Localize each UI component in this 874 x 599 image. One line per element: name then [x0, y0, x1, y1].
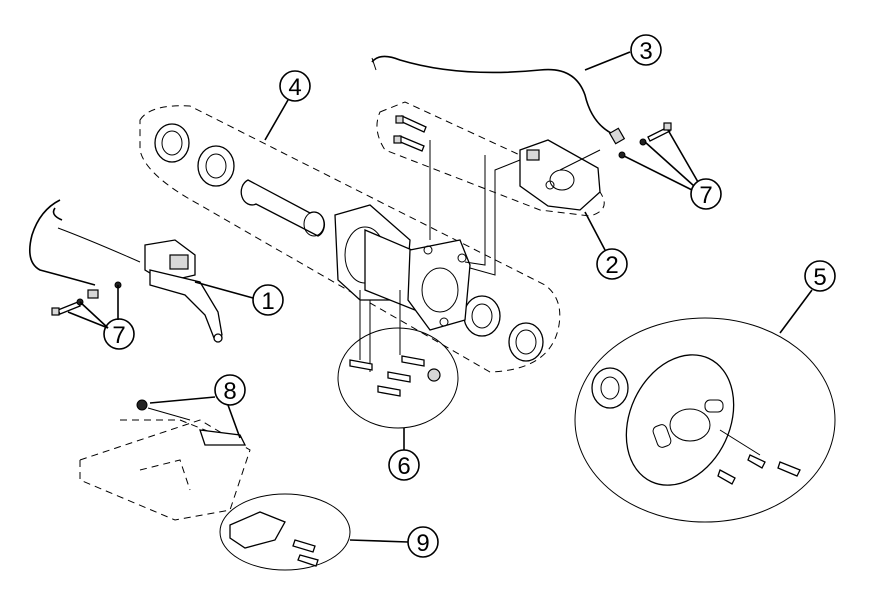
- callout-8-label: 8: [223, 378, 236, 405]
- callout-7-right-label: 7: [699, 182, 712, 209]
- group-2-brake-caliper: [376, 101, 605, 217]
- group-6-mounting-bolts: [337, 290, 459, 429]
- master-cylinder-lever: [29, 199, 223, 343]
- callout-4-label: 4: [288, 74, 301, 101]
- callout-1-label: 1: [261, 288, 274, 315]
- callout-6: 6: [388, 428, 420, 481]
- callout-3: 3: [584, 34, 662, 71]
- callout-7-left: 7: [67, 285, 135, 350]
- hub-carrier: [334, 140, 521, 331]
- callout-5: 5: [779, 260, 836, 334]
- callout-1: 1: [194, 281, 284, 316]
- brake-hose: [371, 55, 672, 171]
- callout-9: 9: [349, 526, 439, 558]
- callout-7-left-label: 7: [112, 322, 125, 349]
- callout-9-label: 9: [416, 530, 429, 557]
- group-4-seals-bearings: [139, 105, 561, 373]
- callout-8: 8: [149, 374, 246, 439]
- callout-7-right: 7: [623, 129, 722, 210]
- callout-5-label: 5: [813, 264, 826, 291]
- callout-6-label: 6: [397, 453, 410, 480]
- callout-2-label: 2: [605, 252, 618, 279]
- callout-3-label: 3: [639, 38, 652, 65]
- group-5-brake-disc: [574, 317, 836, 523]
- callout-2: 2: [584, 211, 628, 280]
- group-9-frame-bracket: [79, 399, 351, 571]
- callout-4: 4: [264, 70, 311, 141]
